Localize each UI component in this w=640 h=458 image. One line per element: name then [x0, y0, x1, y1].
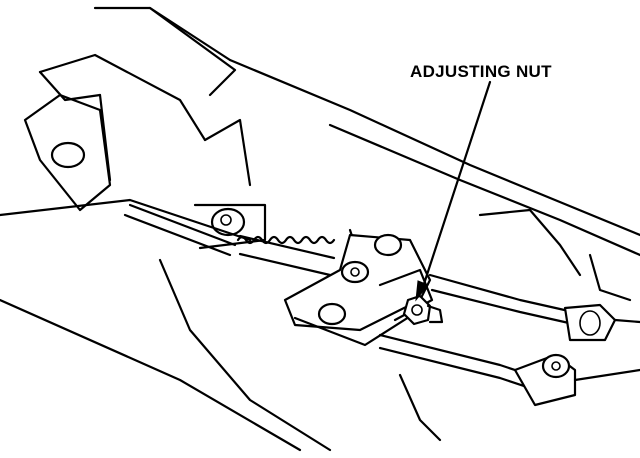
console-housing	[38, 6, 640, 257]
floor-panel	[0, 198, 632, 452]
adjusting-nut	[402, 294, 444, 326]
brake-cable	[123, 203, 336, 277]
adjusting-nut-label: ADJUSTING NUT	[410, 62, 552, 81]
callout-leader	[415, 80, 492, 302]
cable-end-fittings	[513, 303, 640, 407]
equalizer-bracket	[283, 233, 434, 347]
lever-bracket	[23, 93, 267, 250]
